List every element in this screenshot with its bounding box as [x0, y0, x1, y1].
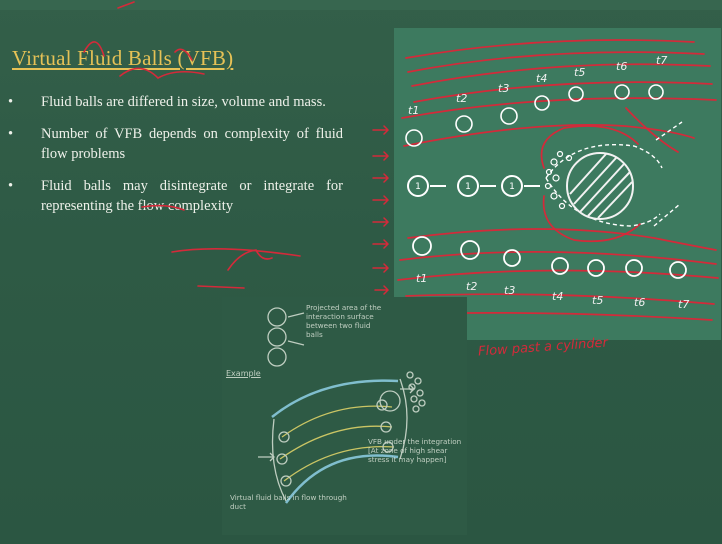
ball-row-bottom — [412, 236, 687, 279]
bullet-item: • Fluid balls are differed in size, volum… — [8, 92, 343, 112]
flow-diagram: 1 1 1 t1 t2 t3 t4 t5 t6 t7 t1 t2 t3 t4 t… — [397, 39, 719, 321]
time-label: t4 — [552, 290, 563, 303]
time-label: t3 — [498, 82, 509, 95]
ball-row-middle — [407, 175, 540, 197]
time-label: t2 — [456, 92, 467, 105]
bullet-marker: • — [8, 178, 14, 194]
flow-diagram-panel: 1 1 1 t1 t2 t3 t4 t5 t6 t7 t1 t2 t3 t4 t… — [394, 28, 721, 340]
chalk-sketch: Projected area of the interaction surfac… — [222, 297, 467, 535]
time-label: t7 — [678, 298, 689, 311]
projected-area-label: Projected area of the interaction surfac… — [306, 303, 382, 339]
time-label: t5 — [592, 294, 603, 307]
bullet-marker: • — [8, 126, 14, 142]
ball-number: 1 — [415, 182, 421, 192]
ball-number: 1 — [509, 182, 515, 192]
example-label: Example — [226, 369, 261, 378]
slide-title: Virtual Fluid Balls (VFB) — [12, 46, 234, 70]
time-label: t1 — [408, 104, 419, 117]
time-label: t6 — [634, 296, 645, 309]
ball-number: 1 — [465, 182, 471, 192]
bullet-text: Fluid balls are differed in size, volume… — [41, 94, 326, 110]
bullet-item: • Number of VFB depends on complexity of … — [8, 124, 343, 164]
time-label: t6 — [616, 60, 627, 73]
time-label: t1 — [416, 272, 427, 285]
duct-label: Virtual fluid balls in flow through duct — [230, 493, 347, 511]
time-label: t3 — [504, 284, 515, 297]
time-label: t5 — [574, 66, 585, 79]
bullet-item: • Fluid balls may disintegrate or integra… — [8, 176, 343, 216]
cylinder — [566, 152, 634, 220]
bullet-list: • Fluid balls are differed in size, volum… — [8, 92, 343, 228]
board-top-edge — [0, 0, 722, 10]
bullet-text: Number of VFB depends on complexity of f… — [41, 126, 343, 162]
vfb-integration-label: VFB under the integration [At zone of hi… — [368, 437, 462, 464]
time-label: t7 — [656, 54, 667, 67]
bullet-marker: • — [8, 94, 14, 110]
ball-row-top — [405, 84, 664, 147]
time-label: t2 — [466, 280, 477, 293]
bullet-text: Fluid balls may disintegrate or integrat… — [41, 178, 343, 214]
time-label: t4 — [536, 72, 547, 85]
duct-sketch — [258, 307, 426, 504]
